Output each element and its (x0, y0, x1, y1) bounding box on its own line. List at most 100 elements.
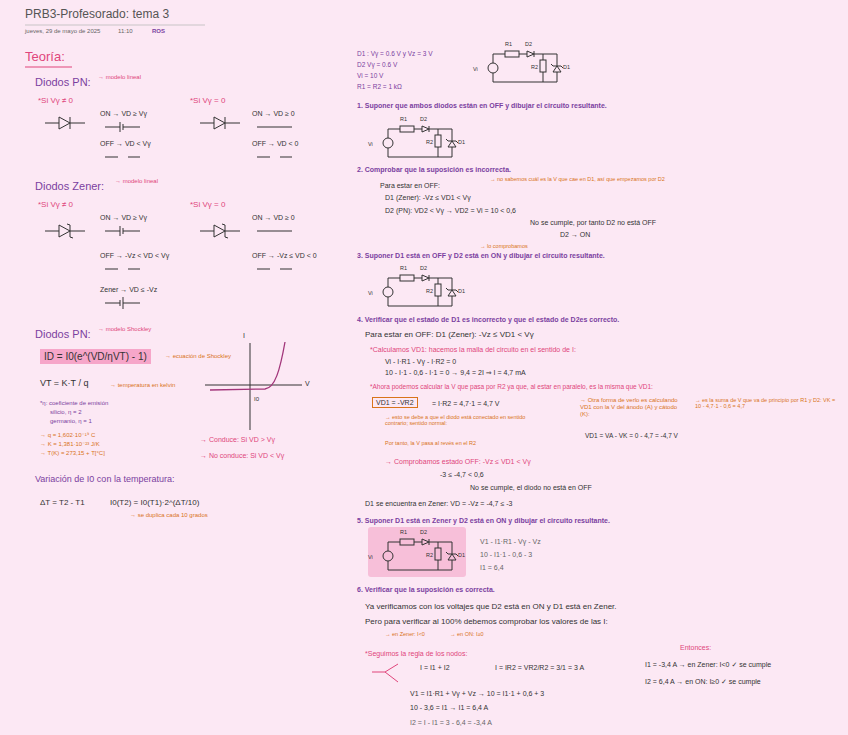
note-text: → ecuación de Shockley (165, 353, 231, 360)
note-text: = I·R2 = 4,7·1 = 4,7 V (432, 400, 500, 408)
note-text: 5. Suponer D1 está en Zener y D2 está en… (357, 517, 610, 525)
note-text: R2 (426, 288, 433, 294)
note-text: ON → VD ≥ 0 (252, 110, 295, 118)
note-text: VT = K·T / q (40, 378, 88, 388)
note-text: *Ahora podemos calcular la V que pasa po… (370, 383, 653, 390)
note-text: D2 (525, 41, 532, 47)
note-text: No se cumple, por tanto D2 no está OFF (530, 219, 656, 227)
note-text: R2 (426, 552, 433, 558)
note-text: Vi (473, 66, 478, 72)
note-text: → T(K) = 273,15 + T[°C] (40, 450, 105, 457)
note-text: *η: coeficiente de emisión (40, 400, 108, 407)
note-text: Vi = 10 V (357, 72, 383, 79)
note-text: OFF → -Vz < VD < Vγ (100, 252, 169, 260)
note-text: V1 - I1·R1 - Vγ - Vz (480, 538, 541, 546)
note-text: 10 - I1·1 - 0,6 - 3 (480, 551, 532, 559)
note-text: 6. Verificar que la suposición es correc… (357, 586, 495, 594)
note-text: V (305, 380, 310, 388)
note-text: → no sabemos cuál es la V que cae en D1,… (490, 176, 665, 182)
note-text: I2 = I - I1 = 3 - 6,4 = -3,4 A (410, 719, 492, 727)
note-text: D1 (Zener): -Vz ≤ VD1 < Vγ (385, 194, 471, 202)
note-text: R1 (400, 116, 407, 122)
note-text: D2 (PN): VD2 < Vγ → VD2 = Vi = 10 < 0,6 (385, 207, 516, 215)
note-text: D2 → ON (560, 231, 590, 239)
note-text: ΔT = T2 - T1 (40, 498, 85, 507)
note-text: 10 - 3,6 = I1 → I1 = 6,4 A (410, 704, 488, 712)
note-text: Vi (368, 554, 373, 560)
diode-symbol (200, 117, 240, 129)
note-text: → modelo lineal (98, 74, 141, 81)
note-text: *Si Vγ = 0 (190, 96, 225, 105)
note-text: *Calculamos VD1: hacemos la malla del ci… (370, 346, 576, 354)
note-text: D2 (420, 529, 427, 535)
note-text: R2 (426, 139, 433, 145)
zener-symbol (200, 224, 240, 238)
note-text: I0(T2) = I0(T1)·2^(ΔT/10) (110, 498, 199, 507)
note-text: 3. Suponer D1 está en OFF y D2 está en O… (357, 252, 605, 260)
note-text: Teoría: (25, 50, 65, 65)
note-text: *Si Vγ ≠ 0 (38, 200, 73, 209)
note-text: I1 = 6,4 (480, 564, 504, 572)
note-text: → Conduce: Si VD > Vγ (200, 436, 275, 444)
note-text: → esto se debe a que el diodo está conec… (385, 414, 535, 427)
note-text: D1 (563, 64, 570, 70)
note-text: R1 (400, 265, 407, 271)
note-text: D2 (420, 116, 427, 122)
note-text: Ya verificamos con los voltajes que D2 e… (365, 602, 617, 611)
zener-symbol (45, 224, 85, 238)
note-text: → q = 1,602·10⁻¹⁹ C (40, 432, 95, 439)
note-text: Zener → VD ≤ -Vz (100, 286, 157, 294)
note-text: → temperatura en kelvin (110, 382, 175, 389)
note-text: Para estar en OFF: (380, 182, 440, 190)
note-text: → Comprobamos estado OFF: -Vz ≤ VD1 < Vγ (385, 458, 531, 466)
node-sketch (372, 664, 398, 682)
circuit-schematic (383, 275, 458, 306)
note-text: 1. Suponer que ambos diodos están en OFF… (357, 102, 607, 110)
circuit-schematic (383, 126, 458, 157)
note-text: → lo comprobamos (480, 243, 528, 249)
box-text: ID = I0(e^(VD/ηVT) - 1) (44, 351, 147, 362)
note-text: Variación de I0 con la temperatura: (35, 474, 174, 484)
note-text: → modelo lineal (115, 178, 158, 185)
note-text: → K = 1,381·10⁻²³ J/K (40, 441, 100, 448)
header-rule (25, 25, 205, 26)
note-text: *Si Vγ = 0 (190, 200, 225, 209)
note-text: I (243, 332, 245, 340)
note-text: R1 (505, 41, 512, 47)
highlight-box: ID = I0(e^(VD/ηVT) - 1) (40, 349, 151, 364)
note-text: OFF → VD < Vγ (100, 140, 151, 148)
note-text: D1 : Vγ = 0.6 V y Vz = 3 V (357, 50, 433, 57)
note-text: I = IR2 = VR2/R2 = 3/1 = 3 A (495, 664, 584, 672)
note-text: silicio, η = 2 (50, 409, 82, 416)
note-text: 11:10 (118, 28, 133, 35)
note-text: D1 (458, 139, 465, 145)
note-text: Por tanto, la V pasa al revés en el R2 (385, 440, 476, 446)
note-text: D2 (420, 265, 427, 271)
note-text: Para estar en OFF: D1 (Zener): -Vz ≤ VD1… (365, 330, 534, 339)
note-text: I0 (254, 396, 259, 403)
note-text: Vi (368, 141, 373, 147)
note-text: I2 = 6,4 A → en ON: I≥0 ✓ se cumple (645, 678, 761, 686)
note-text: D2 Vγ = 0.6 V (357, 61, 397, 68)
highlight-box: VD1 = -VR2 (372, 397, 418, 408)
note-text: No se cumple, el diodo no está en OFF (470, 484, 592, 492)
note-text: ON → VD ≥ 0 (252, 214, 295, 222)
note-text: V1 = I1·R1 + Vγ + Vz → 10 = I1·1 + 0,6 +… (410, 690, 544, 698)
note-text: jueves, 29 de mayo de 2025 (25, 28, 100, 35)
note-text: D1 se encuentra en Zener: VD = -Vz = -4,… (365, 500, 512, 508)
note-text: OFF → -Vz ≤ VD < 0 (252, 252, 317, 260)
highlight (368, 527, 466, 577)
note-text: Entonces: (680, 644, 711, 652)
circuit-schematic (383, 539, 458, 570)
circuit-schematic (488, 51, 563, 82)
note-text: ON → VD ≥ Vγ (100, 110, 147, 118)
note-text: ON → VD ≥ Vγ (100, 214, 147, 222)
note-text: I = I1 + I2 (420, 664, 450, 672)
note-text: → se duplica cada 10 grados (130, 512, 208, 519)
note-text: D1 (458, 288, 465, 294)
note-text: VD1 = VA - VK = 0 - 4,7 = -4,7 V (585, 432, 678, 439)
note-text: OFF → VD < 0 (252, 140, 298, 148)
note-text: Pero para verificar al 100% debemos comp… (365, 617, 608, 626)
note-text: ROS (152, 28, 165, 35)
